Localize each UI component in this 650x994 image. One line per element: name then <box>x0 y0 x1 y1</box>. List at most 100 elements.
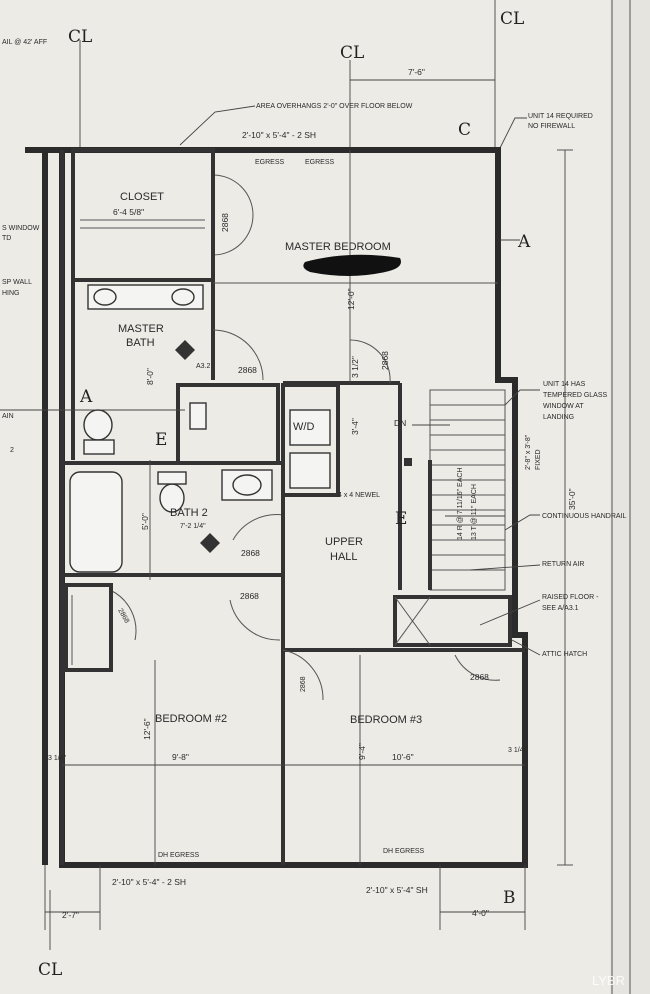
door-swing <box>454 654 501 681</box>
sheet-ref: A3.2 <box>196 363 211 370</box>
centerline-marker: CL <box>340 43 364 63</box>
wall-dimension: 3 1/4" <box>508 747 527 754</box>
overall-dimension: 35'-0" <box>567 488 577 510</box>
bedroom3-width: 10'-6" <box>392 752 414 762</box>
attic-hatch-note: ATTIC HATCH <box>542 651 587 658</box>
fan-diamond <box>200 533 220 553</box>
bathtub <box>69 471 123 573</box>
window-size-label: 2'-10" x 5'-4" SH <box>366 885 428 895</box>
overhang-note: AREA OVERHANGS 2'-0" OVER FLOOR BELOW <box>256 103 413 110</box>
section-a-marker: A <box>79 387 93 407</box>
leader-line <box>479 599 541 626</box>
dimension-label: 4'-0" <box>472 908 489 918</box>
hall-dimension: 3'-4" <box>350 418 360 435</box>
door-size-label: 2868 <box>380 351 390 370</box>
toilet-tank <box>83 439 115 455</box>
door-size-label: 2868 <box>241 548 260 558</box>
centerline-marker: CL <box>500 9 524 29</box>
stair-treads <box>430 404 505 571</box>
bath2-label: BATH 2 <box>170 507 208 519</box>
toilet-tank <box>157 471 187 485</box>
leader-line <box>504 389 540 406</box>
bedroom3-label: BEDROOM #3 <box>350 714 422 726</box>
stair-riser-label: 14 R @ 7 11/16" EACH <box>457 468 464 541</box>
door-size-label: 2868 <box>220 213 230 232</box>
master-bath-label: MASTER <box>118 323 164 335</box>
master-bath-label-2: BATH <box>126 337 155 349</box>
door-swing <box>109 589 137 641</box>
fan-diamond <box>175 340 195 360</box>
bedroom2-width: 9'-8" <box>172 752 189 762</box>
left-note: HING <box>2 290 20 297</box>
centerline-marker: CL <box>38 960 62 980</box>
dryer <box>289 452 331 489</box>
left-note: SP WALL <box>2 279 32 286</box>
dimension-label: 7'-6" <box>408 67 425 77</box>
top-left-note: AIL @ 42' AFF <box>2 39 47 46</box>
leader-line <box>179 105 256 146</box>
egress-label: EGRESS <box>255 159 285 166</box>
section-e-marker: E <box>395 509 407 529</box>
wall-dimension: 3 1/4" <box>48 755 67 762</box>
door-size-label: 2868 <box>470 672 489 682</box>
window-at-note: WINDOW AT <box>543 403 584 410</box>
stair-tread-label: 13 T @ 11" EACH <box>471 484 478 540</box>
left-note: S WINDOW <box>2 225 40 232</box>
door-swing <box>282 649 324 701</box>
leader-line <box>499 117 527 149</box>
stair-down-label: DN <box>394 418 406 428</box>
newel-label: 4 x 4 NEWEL <box>338 492 380 499</box>
sink <box>171 288 195 306</box>
firewall-note: NO FIREWALL <box>528 123 575 130</box>
window-size-label: 2'-10" x 5'-4" - 2 SH <box>112 877 186 887</box>
bath2-dimension: 7'-2 1/4" <box>180 523 206 530</box>
egress-label: EGRESS <box>305 159 335 166</box>
washer <box>289 409 331 446</box>
door-swing <box>232 514 284 541</box>
left-note: AIN <box>2 413 14 420</box>
window-size-label: 2'-10" x 5'-4" - 2 SH <box>242 130 316 140</box>
redaction-mark <box>303 254 401 276</box>
watermark: LYBR <box>592 973 625 988</box>
leader-line <box>469 564 541 571</box>
section-a-marker: A <box>517 232 531 252</box>
dimension-label: 2'-7" <box>62 910 79 920</box>
window-egress-label: DH EGRESS <box>158 852 200 859</box>
unit14-has-note: UNIT 14 HAS <box>543 381 586 388</box>
landing-note: LANDING <box>543 414 574 421</box>
master-bedroom-label: MASTER BEDROOM <box>285 241 391 253</box>
landing-window-label: 2'-8" x 3'-8" <box>525 434 532 470</box>
hatch-line <box>394 596 431 646</box>
closet-label: CLOSET <box>120 191 164 203</box>
door-size-label: 2868 <box>240 591 259 601</box>
upper-hall-label-2: HALL <box>330 551 358 563</box>
door-size-label: 2868 <box>300 676 307 692</box>
master-bedroom-dimension: 12'-0" <box>346 288 356 310</box>
bedroom3-height: 9'-4" <box>357 743 367 760</box>
left-note: TD <box>2 235 11 242</box>
raised-floor <box>393 595 512 647</box>
door-swing <box>229 599 281 641</box>
left-note: 2 <box>10 447 14 454</box>
upper-hall-label: UPPER <box>325 536 363 548</box>
return-air-note: RETURN AIR <box>542 561 584 568</box>
fixed-label: FIXED <box>535 449 542 470</box>
hall-dimension: 3 1/2" <box>350 356 360 378</box>
closet-walls <box>64 583 113 672</box>
newel-post <box>404 458 412 466</box>
leader-line <box>511 639 541 656</box>
see-section-note: SEE A/A3.1 <box>542 605 579 612</box>
bedroom2-label: BEDROOM #2 <box>155 713 227 725</box>
closet-dimension: 6'-4 5/8" <box>113 207 144 217</box>
shower-valve <box>189 402 207 430</box>
section-e-marker: E <box>155 430 167 450</box>
unit14-note: UNIT 14 REQUIRED <box>528 113 593 120</box>
laundry-label: W/D <box>293 421 314 433</box>
door-swing <box>212 174 254 256</box>
door-swing <box>349 339 391 384</box>
door-swing <box>212 329 264 381</box>
handrail-note: CONTINUOUS HANDRAIL <box>542 513 627 520</box>
master-bath-dimension: 8'-0" <box>145 368 155 385</box>
